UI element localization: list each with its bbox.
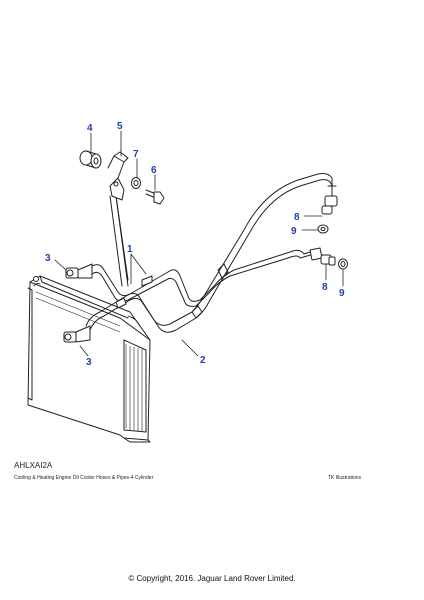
left-lower-fitting-drawing	[63, 325, 91, 343]
radiator-drawing	[27, 275, 151, 443]
illustration-caption: Cooling & Heating Engine Oil Cooler Hose…	[14, 475, 154, 481]
illustration-code: AHLXAI2A	[14, 461, 53, 470]
callout-7: 7	[133, 149, 139, 160]
right-upper-fitting-drawing	[317, 195, 338, 234]
callout-8-lower: 8	[322, 282, 328, 293]
copyright-notice: © Copyright, 2016. Jaguar Land Rover Lim…	[128, 574, 296, 583]
pipe-2-drawing	[85, 173, 337, 333]
washer-drawing	[131, 177, 141, 189]
illustration-credit: TK Illustrations	[328, 475, 362, 481]
callouts: 4 5 7 6 1 2 3 3 8 9 8 9	[45, 121, 345, 368]
callout-3-upper: 3	[45, 253, 51, 264]
callout-8-upper: 8	[294, 212, 300, 223]
left-upper-fitting-drawing	[65, 263, 93, 279]
leader-lines	[54, 130, 344, 357]
callout-6: 6	[151, 165, 157, 176]
callout-5: 5	[117, 121, 123, 132]
bracket-drawing	[107, 151, 129, 201]
right-lower-fitting-drawing	[309, 247, 348, 270]
callout-9-upper: 9	[291, 226, 297, 237]
callout-3-lower: 3	[86, 357, 92, 368]
pipe-stub-drawing	[109, 195, 129, 287]
callout-2: 2	[200, 355, 206, 366]
callout-1: 1	[127, 244, 133, 255]
pipe-1-drawing	[91, 249, 317, 307]
bolt-drawing	[145, 189, 165, 205]
bush-drawing	[79, 150, 102, 169]
callout-9-lower: 9	[339, 288, 345, 299]
callout-4: 4	[87, 123, 93, 134]
